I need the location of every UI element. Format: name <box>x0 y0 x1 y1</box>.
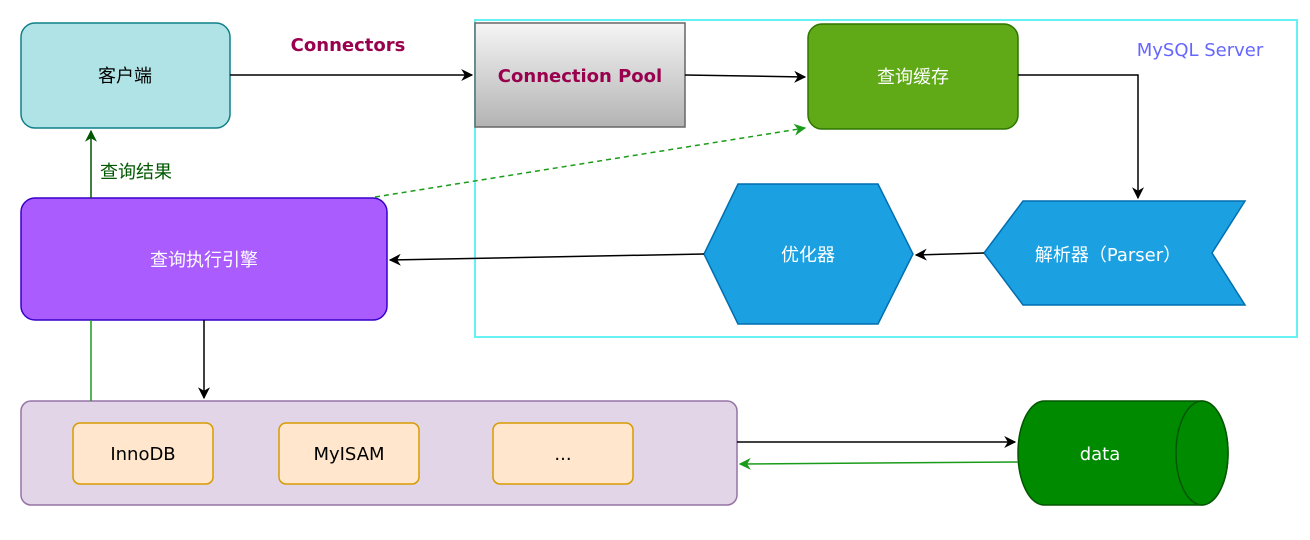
mysql-server-label: MySQL Server <box>1137 40 1264 61</box>
connectors-label: Connectors <box>291 35 406 56</box>
query-cache-node[interactable] <box>807 23 1019 130</box>
engine-innodb-label: InnoDB <box>110 444 175 465</box>
engine-innodb[interactable] <box>72 422 214 485</box>
optimizer-label: 优化器 <box>781 245 835 266</box>
engine-more[interactable] <box>492 422 634 485</box>
data-store-node[interactable] <box>1017 400 1229 506</box>
parser-label: 解析器（Parser） <box>1035 245 1181 266</box>
arrow-cache-to-parser <box>1018 74 1144 200</box>
engine-myisam[interactable] <box>278 422 420 485</box>
arrow-data-to-engines <box>738 457 1019 470</box>
engine-myisam-label: MyISAM <box>313 444 384 465</box>
query-result-label: 查询结果 <box>100 162 172 183</box>
query-cache-label: 查询缓存 <box>877 67 949 88</box>
arrow-parser-to-optimizer <box>914 248 985 261</box>
arrow-executor-to-cache-dashed <box>374 123 807 198</box>
client-label: 客户端 <box>98 66 152 87</box>
data-store-label: data <box>1080 444 1121 465</box>
connection-pool-label: Connection Pool <box>498 66 662 87</box>
engine-more-label: ... <box>554 444 571 465</box>
connection-pool-node[interactable] <box>474 22 686 128</box>
arrow-pool-to-cache <box>684 70 807 83</box>
query-execution-engine-label: 查询执行引擎 <box>150 250 258 271</box>
arrow-optimizer-to-executor <box>388 253 705 266</box>
mysql-server-container <box>474 19 1298 338</box>
